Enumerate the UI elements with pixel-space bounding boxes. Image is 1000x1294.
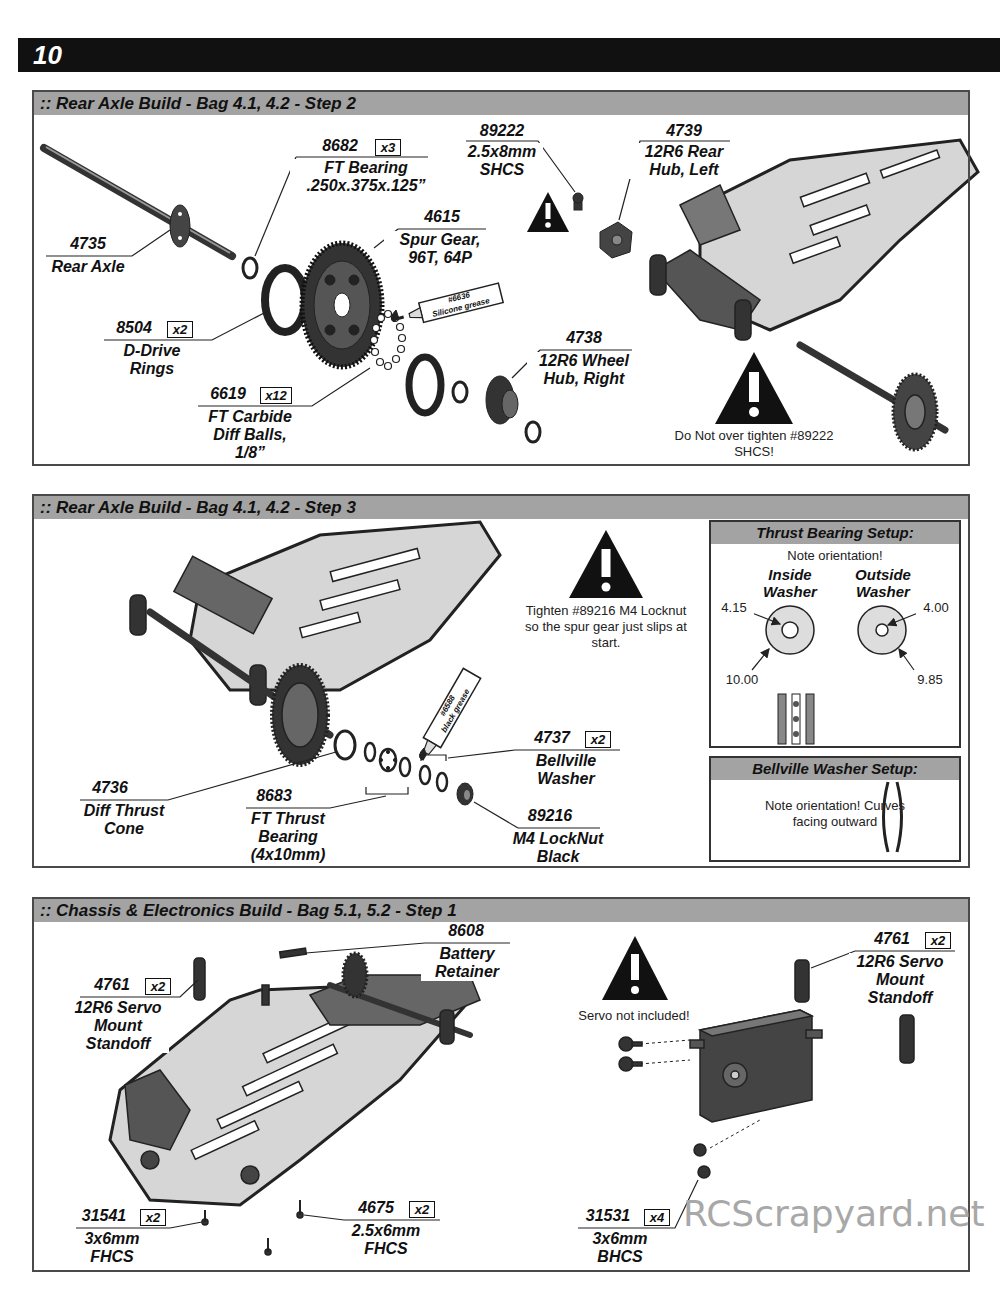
quantity: x2 [167,321,193,338]
rear-axle-parts [44,147,632,442]
warning-symbol [527,192,569,232]
part-name: 2.5x8mm SHCS [461,143,543,179]
washer-label: Inside Washer [753,566,827,600]
washer-figures [752,606,918,852]
quantity: x2 [140,1209,166,1226]
part-name: 12R6 Servo Mount Standoff [67,999,169,1053]
setup-box: Thrust Bearing Setup: Note orientation! [709,520,961,748]
part-name: 3x6mm BHCS [582,1230,658,1266]
part-name: Battery Retainer [421,945,513,981]
part-number: 8682 [315,137,365,155]
part-name: Spur Gear, 96T, 64P [384,231,496,267]
part-number: 8683 [249,787,299,805]
part-number: 4738 [559,329,609,347]
part-number: 4615 [417,208,467,226]
quantity: x2 [145,978,171,995]
warning-symbol [602,936,668,1000]
part-number: 31531 [579,1207,637,1225]
warning-symbol [569,530,643,598]
part-name: 2.5x6mm FHCS [344,1222,428,1258]
warning-note: Do Not over tighten #89222 SHCS! [668,428,840,460]
dimension: 9.85 [910,672,950,688]
part-number: 4739 [649,122,719,140]
page-number: 10 [33,40,83,70]
dimension: 10.00 [719,672,765,688]
section-heading: :: Rear Axle Build - Bag 4.1, 4.2 - Step… [34,92,968,115]
part-name: Diff Thrust Cone [73,802,175,838]
setup-note: Note orientation! Curves facing outward [760,798,910,830]
quantity: x2 [585,731,611,748]
section-heading: Bellville Washer Setup: [711,758,959,780]
page-band [18,38,1000,72]
chassis-step1 [110,948,480,1255]
washer-label: Outside Washer [842,566,924,600]
warning-note: Tighten #89216 M4 Locknut so the spur ge… [517,603,695,651]
quantity: x2 [925,932,951,949]
part-number: 4761 [867,930,917,948]
dimension: 4.15 [714,600,754,616]
leader-lines [46,141,730,406]
quantity: x12 [260,387,292,404]
warning-symbol [715,352,793,424]
part-number: 8608 [441,922,491,940]
part-name: M4 LockNut Black [503,830,613,866]
part-number: 4736 [85,779,135,797]
part-name: FT Thrust Bearing (4x10mm) [232,810,344,864]
part-name: 12R6 Rear Hub, Left [625,143,743,179]
section-heading: :: Rear Axle Build - Bag 4.1, 4.2 - Step… [34,496,968,519]
part-number: 31541 [75,1207,133,1225]
section-heading: Thrust Bearing Setup: [711,522,959,544]
part-number: 8504 [109,319,159,337]
leader-lines [76,943,955,1228]
section-heading: :: Chassis & Electronics Build - Bag 5.1… [34,899,968,922]
part-name: 12R6 Wheel Hub, Right [527,352,641,388]
warning-note: Servo not included! [568,1008,700,1024]
setup-note: Note orientation! [711,548,959,564]
part-number: 6619 [203,385,253,403]
diff-stack [335,668,481,805]
part-name: Bellville Washer [520,752,612,788]
part-number: 4737 [527,729,577,747]
quantity: x2 [409,1201,435,1218]
setup-box: Bellville Washer Setup: Note orientation!… [709,756,961,862]
dimension: 4.00 [916,600,956,616]
part-number: 4761 [87,976,137,994]
part-name: D-Drive Rings [110,342,194,378]
chassis-step2 [650,140,978,450]
quantity: x3 [375,139,401,156]
part-number: 4735 [63,235,113,253]
chassis-step3 [130,522,500,765]
part-number: 89216 [520,807,580,825]
part-name: 3x6mm FHCS [74,1230,150,1266]
part-name: 12R6 Servo Mount Standoff [849,953,951,1007]
part-name: Rear Axle [38,258,138,276]
watermark: RCScrapyard.net [683,1192,973,1236]
part-name: FT Bearing .250x.375x.125” [290,159,442,195]
quantity: x4 [644,1209,670,1226]
part-number: 4675 [351,1199,401,1217]
part-number: 89222 [467,122,537,140]
part-name: FT Carbide Diff Balls, 1/8” [198,408,302,462]
